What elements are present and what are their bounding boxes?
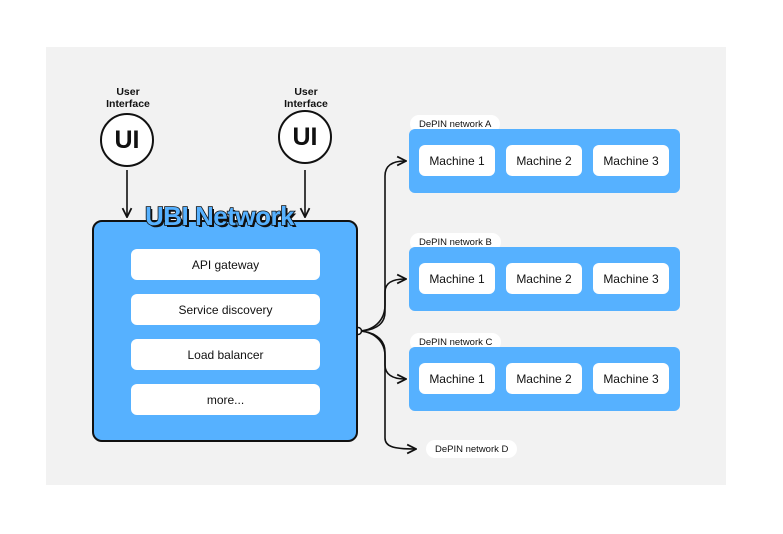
- network-b-machine-2: Machine 2: [506, 263, 582, 294]
- network-b-machine-3: Machine 3: [593, 263, 669, 294]
- service-load-balancer: Load balancer: [131, 339, 320, 370]
- user-interface-1-circle: UI: [100, 113, 154, 167]
- branch-c-arrow: [357, 330, 405, 379]
- network-a-machine-3: Machine 3: [593, 145, 669, 176]
- depin-network-a-label: DePIN network A: [410, 115, 501, 133]
- depin-network-c-label: DePIN network C: [410, 333, 502, 351]
- branch-b-arrow: [357, 279, 405, 332]
- depin-network-c-box: Machine 1 Machine 2 Machine 3: [409, 347, 680, 411]
- depin-network-a-box: Machine 1 Machine 2 Machine 3: [409, 129, 680, 193]
- user-interface-2-label: User Interface: [266, 86, 346, 110]
- depin-network-b-box: Machine 1 Machine 2 Machine 3: [409, 247, 680, 311]
- network-a-machine-1: Machine 1: [419, 145, 495, 176]
- user-interface-2-circle: UI: [278, 110, 332, 164]
- depin-network-d-label: DePIN network D: [426, 440, 518, 458]
- ui-1-badge: UI: [114, 125, 140, 154]
- ui-2-label-line1: User: [294, 86, 318, 98]
- ui-1-label-line1: User: [116, 86, 140, 98]
- network-b-machine-1: Machine 1: [419, 263, 495, 294]
- user-interface-1-label: User Interface: [88, 86, 168, 110]
- ui-2-label-line2: Interface: [284, 98, 328, 110]
- ubi-network-title: UBI Network: [144, 200, 295, 232]
- branch-d-arrow: [357, 330, 415, 449]
- service-api-gateway: API gateway: [131, 249, 320, 280]
- branch-a-arrow: [357, 161, 405, 332]
- service-more: more...: [131, 384, 320, 415]
- ui-1-label-line2: Interface: [106, 98, 150, 110]
- ui-2-badge: UI: [292, 122, 318, 151]
- network-c-machine-3: Machine 3: [593, 363, 669, 394]
- network-c-machine-1: Machine 1: [419, 363, 495, 394]
- network-c-machine-2: Machine 2: [506, 363, 582, 394]
- network-a-machine-2: Machine 2: [506, 145, 582, 176]
- depin-network-b-label: DePIN network B: [410, 233, 501, 251]
- service-discovery: Service discovery: [131, 294, 320, 325]
